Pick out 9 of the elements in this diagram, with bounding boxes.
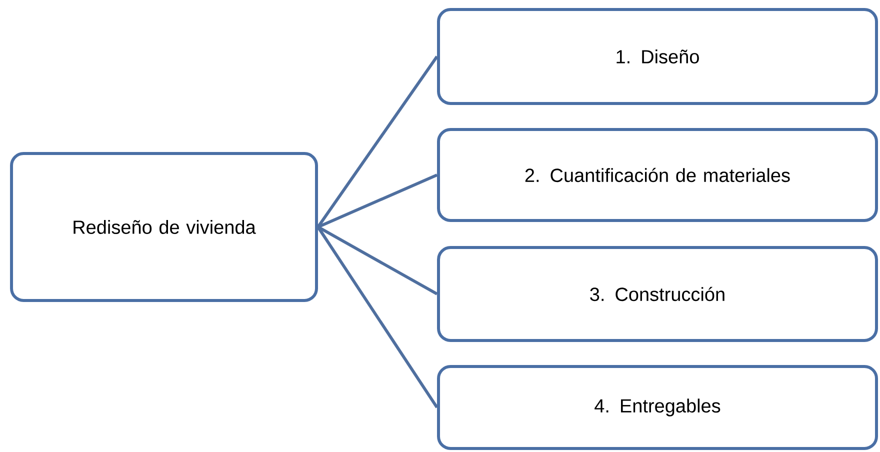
connector-line xyxy=(316,226,438,408)
connector-line xyxy=(317,174,438,228)
process-box: 4. Entregables xyxy=(437,364,878,450)
process-box: 2. Cuantificación de materiales xyxy=(437,128,878,222)
process-box: 3. Construcción xyxy=(437,246,878,342)
connector-line xyxy=(317,226,438,296)
process-box: 1. Diseño xyxy=(437,8,878,105)
connector-line xyxy=(316,56,438,228)
process-box: Rediseño de vivienda xyxy=(10,152,318,302)
